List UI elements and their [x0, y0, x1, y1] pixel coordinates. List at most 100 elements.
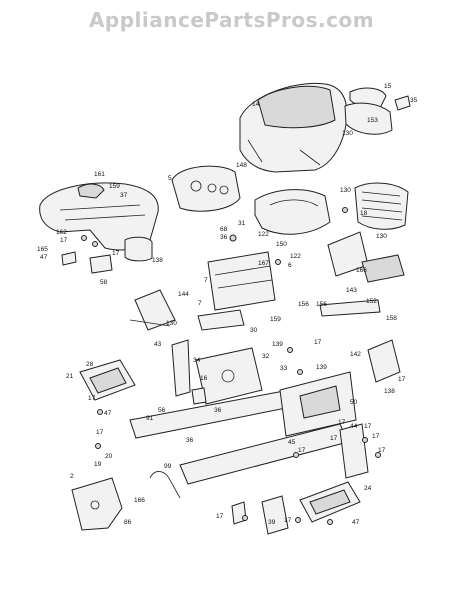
- part-label: 17: [216, 513, 224, 520]
- part-label: 36: [220, 234, 228, 241]
- part-label: 152: [366, 298, 377, 305]
- part-label: 17: [378, 447, 386, 454]
- part-label: 18: [360, 210, 368, 217]
- part-label: 17: [96, 429, 104, 436]
- part-label: 139: [272, 341, 283, 348]
- part-label: 17: [314, 339, 322, 346]
- part-label: 130: [340, 187, 351, 194]
- part-label: 17: [60, 237, 68, 244]
- part-label: 162: [56, 229, 67, 236]
- part-label: 36: [214, 407, 222, 414]
- part-label: 68: [220, 226, 228, 233]
- part-label: 17: [284, 517, 292, 524]
- part-label: 43: [154, 341, 162, 348]
- part-label: 24: [364, 485, 372, 492]
- console-part[interactable]: [254, 189, 331, 235]
- headlight-part[interactable]: [344, 87, 411, 135]
- footrest-left-part[interactable]: [79, 359, 136, 401]
- part-label: 17: [364, 423, 372, 430]
- part-label: 139: [316, 364, 327, 371]
- part-label: 7: [198, 300, 202, 307]
- part-label: 34: [193, 357, 201, 364]
- part-label: 36: [186, 437, 194, 444]
- part-label: 144: [178, 291, 189, 298]
- part-label: 165: [37, 246, 48, 253]
- part-label: 33: [280, 365, 288, 372]
- dash-panel-part[interactable]: [171, 165, 241, 212]
- part-label: 15: [384, 83, 392, 90]
- hood-part[interactable]: [239, 82, 348, 173]
- part-label: 6: [288, 262, 292, 269]
- part-label: 167: [258, 260, 269, 267]
- part-label: 166: [356, 267, 367, 274]
- part-label: 17: [88, 395, 96, 402]
- part-label: 37: [120, 192, 128, 199]
- part-label: 122: [290, 253, 301, 260]
- part-label: 20: [105, 453, 113, 460]
- part-label: 138: [384, 388, 395, 395]
- plate-part[interactable]: [71, 477, 123, 531]
- part-label: 19: [94, 461, 102, 468]
- bracket-43-part[interactable]: [171, 339, 191, 397]
- part-label: 56: [158, 407, 166, 414]
- part-label: 142: [350, 351, 361, 358]
- part-label: 17: [112, 250, 120, 257]
- part-label: 47: [40, 254, 48, 261]
- footrest-right-part[interactable]: [299, 481, 361, 523]
- pedal-bracket-part[interactable]: [129, 289, 176, 331]
- part-label: 47: [352, 519, 360, 526]
- part-label: 148: [236, 162, 247, 169]
- fender-part[interactable]: [39, 182, 159, 262]
- part-label: 122: [258, 231, 269, 238]
- part-label: 32: [262, 353, 270, 360]
- frame-rail-part[interactable]: [129, 371, 357, 485]
- part-label: 130: [342, 130, 353, 137]
- part-label: 28: [86, 361, 94, 368]
- part-label: 156: [298, 301, 309, 308]
- bracket-39-part[interactable]: [231, 495, 289, 535]
- part-label: 130: [166, 320, 177, 327]
- part-label: 50: [350, 399, 358, 406]
- part-label: 5: [168, 175, 172, 182]
- rear-grille-part[interactable]: [354, 182, 409, 230]
- part-label: 91: [146, 415, 154, 422]
- part-label: 161: [94, 171, 105, 178]
- part-label: 47: [104, 410, 112, 417]
- part-label: 44: [350, 423, 358, 430]
- part-label: 17: [338, 419, 346, 426]
- part-label: 153: [367, 117, 378, 124]
- part-label: 138: [152, 257, 163, 264]
- part-label: 156: [316, 301, 327, 308]
- part-label: 21: [66, 373, 74, 380]
- part-label: 158: [386, 315, 397, 322]
- part-label: 17: [330, 435, 338, 442]
- part-label: 17: [398, 376, 406, 383]
- rear-bracket-part[interactable]: [339, 423, 369, 479]
- part-label: 17: [298, 447, 306, 454]
- part-label: 31: [238, 220, 246, 227]
- part-label: 17: [372, 433, 380, 440]
- part-label: 14: [252, 101, 260, 108]
- part-label: 30: [250, 327, 258, 334]
- watermark-text: AppliancePartsPros.com: [88, 8, 375, 32]
- rod-part[interactable]: [149, 471, 181, 499]
- part-label: 99: [164, 463, 172, 470]
- hardware-group[interactable]: [61, 207, 381, 525]
- part-label: 16: [200, 375, 208, 382]
- bracket-part[interactable]: [319, 231, 405, 317]
- bracket-142-part[interactable]: [367, 339, 401, 383]
- part-label: 2: [70, 473, 74, 480]
- part-label: 39: [268, 519, 276, 526]
- part-label: 35: [410, 97, 418, 104]
- part-label: 159: [270, 316, 281, 323]
- part-label: 130: [376, 233, 387, 240]
- part-label: 159: [109, 183, 120, 190]
- part-label: 150: [276, 241, 287, 248]
- part-label: 86: [124, 519, 132, 526]
- part-label: 7: [204, 277, 208, 284]
- support-frame-part[interactable]: [197, 251, 276, 331]
- part-label: 45: [288, 439, 296, 446]
- part-label: 166: [134, 497, 145, 504]
- part-label: 143: [346, 287, 357, 294]
